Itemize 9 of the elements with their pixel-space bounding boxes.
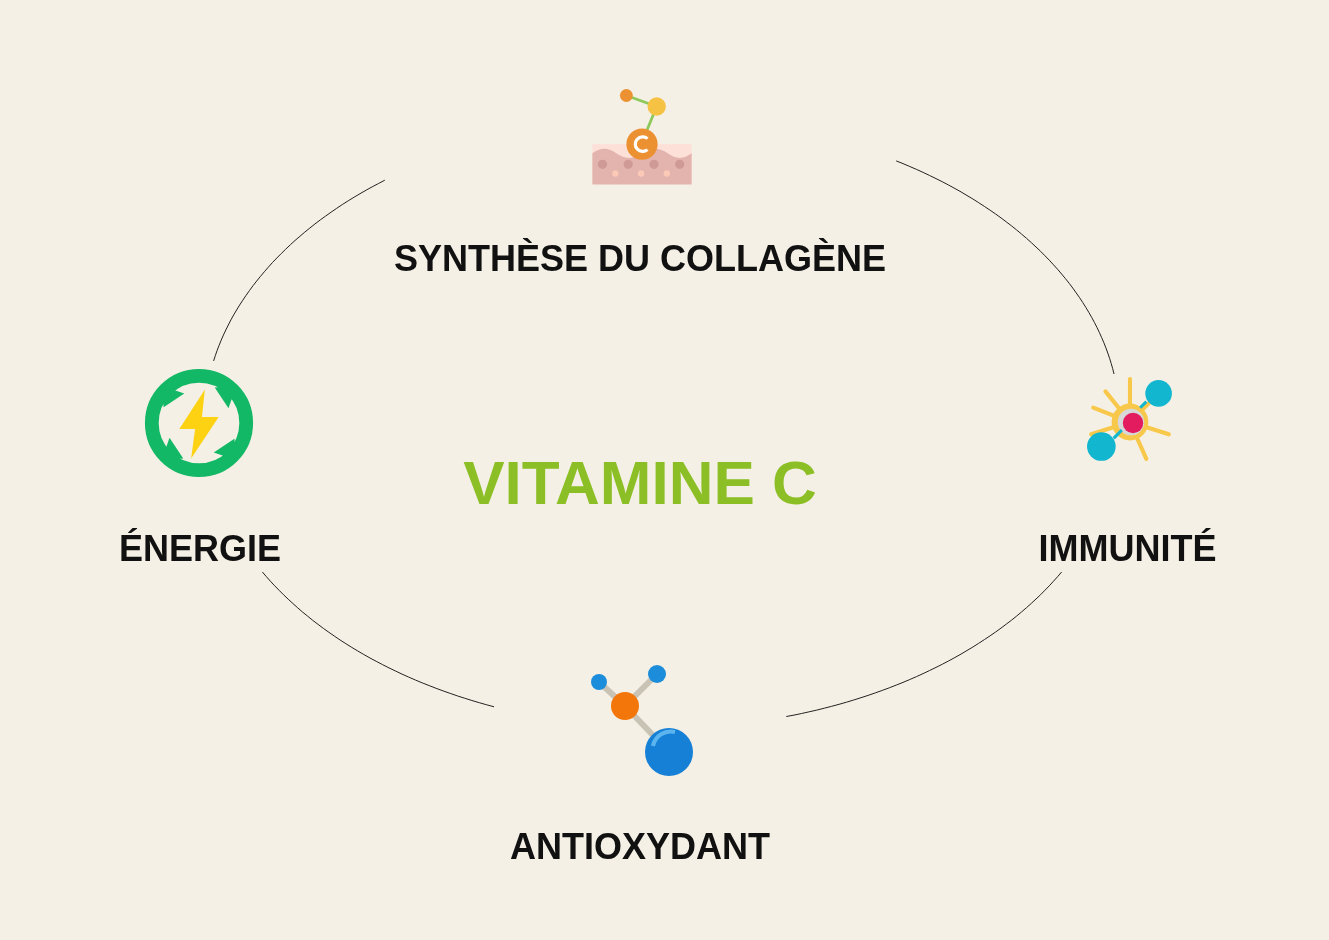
ellipse-arc-connector [785, 571, 1063, 717]
topic-label: ÉNERGIE [117, 528, 282, 570]
topic-label: IMMUNITÉ [1037, 528, 1218, 570]
ellipse-arc-connector [261, 571, 495, 708]
topic-label: ANTIOXYDANT [509, 826, 771, 868]
ellipse-arc-connector [895, 160, 1115, 375]
title: VITAMINE C [462, 448, 818, 518]
topic-label: SYNTHÈSE DU COLLAGÈNE [392, 238, 887, 280]
ellipse-arc-connector [213, 179, 386, 362]
